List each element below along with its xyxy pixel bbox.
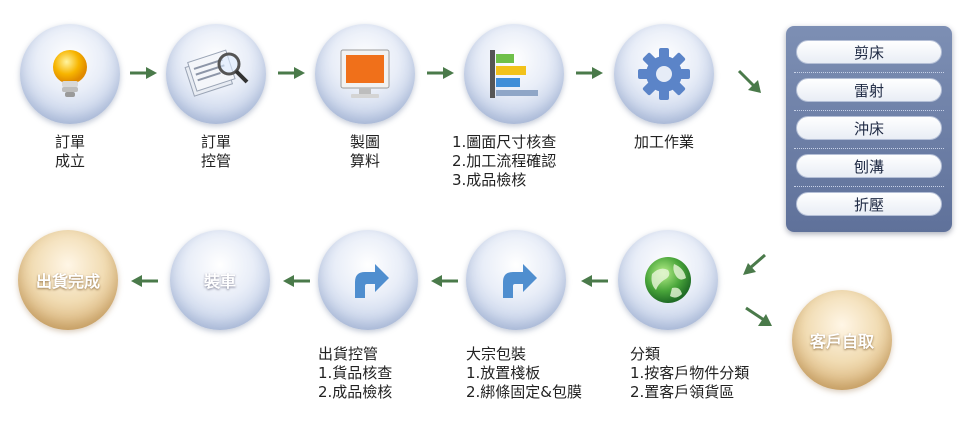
machine-item-shearing: 剪床 — [796, 40, 942, 64]
globe-icon — [645, 257, 691, 303]
flow-arrow-right-2 — [278, 67, 305, 79]
machine-item-laser: 雷射 — [796, 78, 942, 102]
flow-arrow-right-1 — [130, 67, 157, 79]
step-bulk-packing-node — [466, 230, 566, 330]
gear-icon — [638, 48, 690, 100]
flow-arrow-left-4 — [131, 275, 158, 287]
flow-arrow-to-pickup — [745, 306, 772, 326]
flow-arrow-from-panel — [743, 253, 766, 275]
shipment-complete-node: 出貨完成 — [18, 230, 118, 330]
step-processing-label: 加工作業 — [633, 133, 694, 151]
flow-arrow-left-1 — [581, 275, 608, 287]
step-bulk-packing-label: 大宗包裝 1.放置棧板 2.綁條固定&包膜 — [466, 345, 583, 401]
panel-divider — [794, 148, 944, 149]
flow-arrow-left-3 — [283, 275, 310, 287]
panel-divider — [794, 72, 944, 73]
step-inspection-label: 1.圖面尺寸核查 2.加工流程確認 3.成品檢核 — [452, 133, 557, 189]
bar-chart-icon — [490, 50, 538, 98]
flow-arrow-right-4 — [576, 67, 603, 79]
step-order-created-label: 訂單 成立 — [54, 133, 85, 170]
machine-item-bending: 折壓 — [796, 192, 942, 216]
machine-panel: 剪床 雷射 沖床 刨溝 折壓 — [786, 26, 952, 232]
step-drafting-node — [315, 24, 415, 124]
lightbulb-icon — [53, 50, 87, 97]
redo-arrow-icon — [503, 264, 537, 298]
redo-arrow-icon — [355, 264, 389, 298]
machine-item-punching: 沖床 — [796, 116, 942, 140]
panel-divider — [794, 186, 944, 187]
shipment-complete-text: 出貨完成 — [35, 272, 100, 291]
flow-arrow-left-2 — [431, 275, 458, 287]
step-loading-node: 裝車 — [170, 230, 270, 330]
flow-arrow-right-3 — [427, 67, 454, 79]
step-loading-text: 裝車 — [203, 272, 236, 291]
self-pickup-text: 客戶自取 — [809, 332, 874, 351]
step-order-control-label: 訂單 控管 — [200, 133, 231, 170]
monitor-icon — [340, 49, 390, 98]
step-drafting-label: 製圖 算料 — [349, 133, 380, 170]
step-order-created-node — [20, 24, 120, 124]
step-processing-node — [614, 24, 714, 124]
documents-magnifier-icon — [184, 49, 249, 97]
self-pickup-node: 客戶自取 — [792, 290, 892, 390]
machine-item-grooving: 刨溝 — [796, 154, 942, 178]
step-sorting-node — [618, 230, 718, 330]
step-sorting-label: 分類 1.按客戶物件分類 2.置客戶領貨區 — [630, 345, 750, 401]
step-shipping-control-label: 出貨控管 1.貨品核查 2.成品檢核 — [318, 345, 393, 401]
step-order-control-node — [166, 24, 266, 124]
panel-divider — [794, 110, 944, 111]
flow-arrow-to-panel — [737, 69, 761, 93]
step-shipping-control-node — [318, 230, 418, 330]
step-inspection-node — [464, 24, 564, 124]
